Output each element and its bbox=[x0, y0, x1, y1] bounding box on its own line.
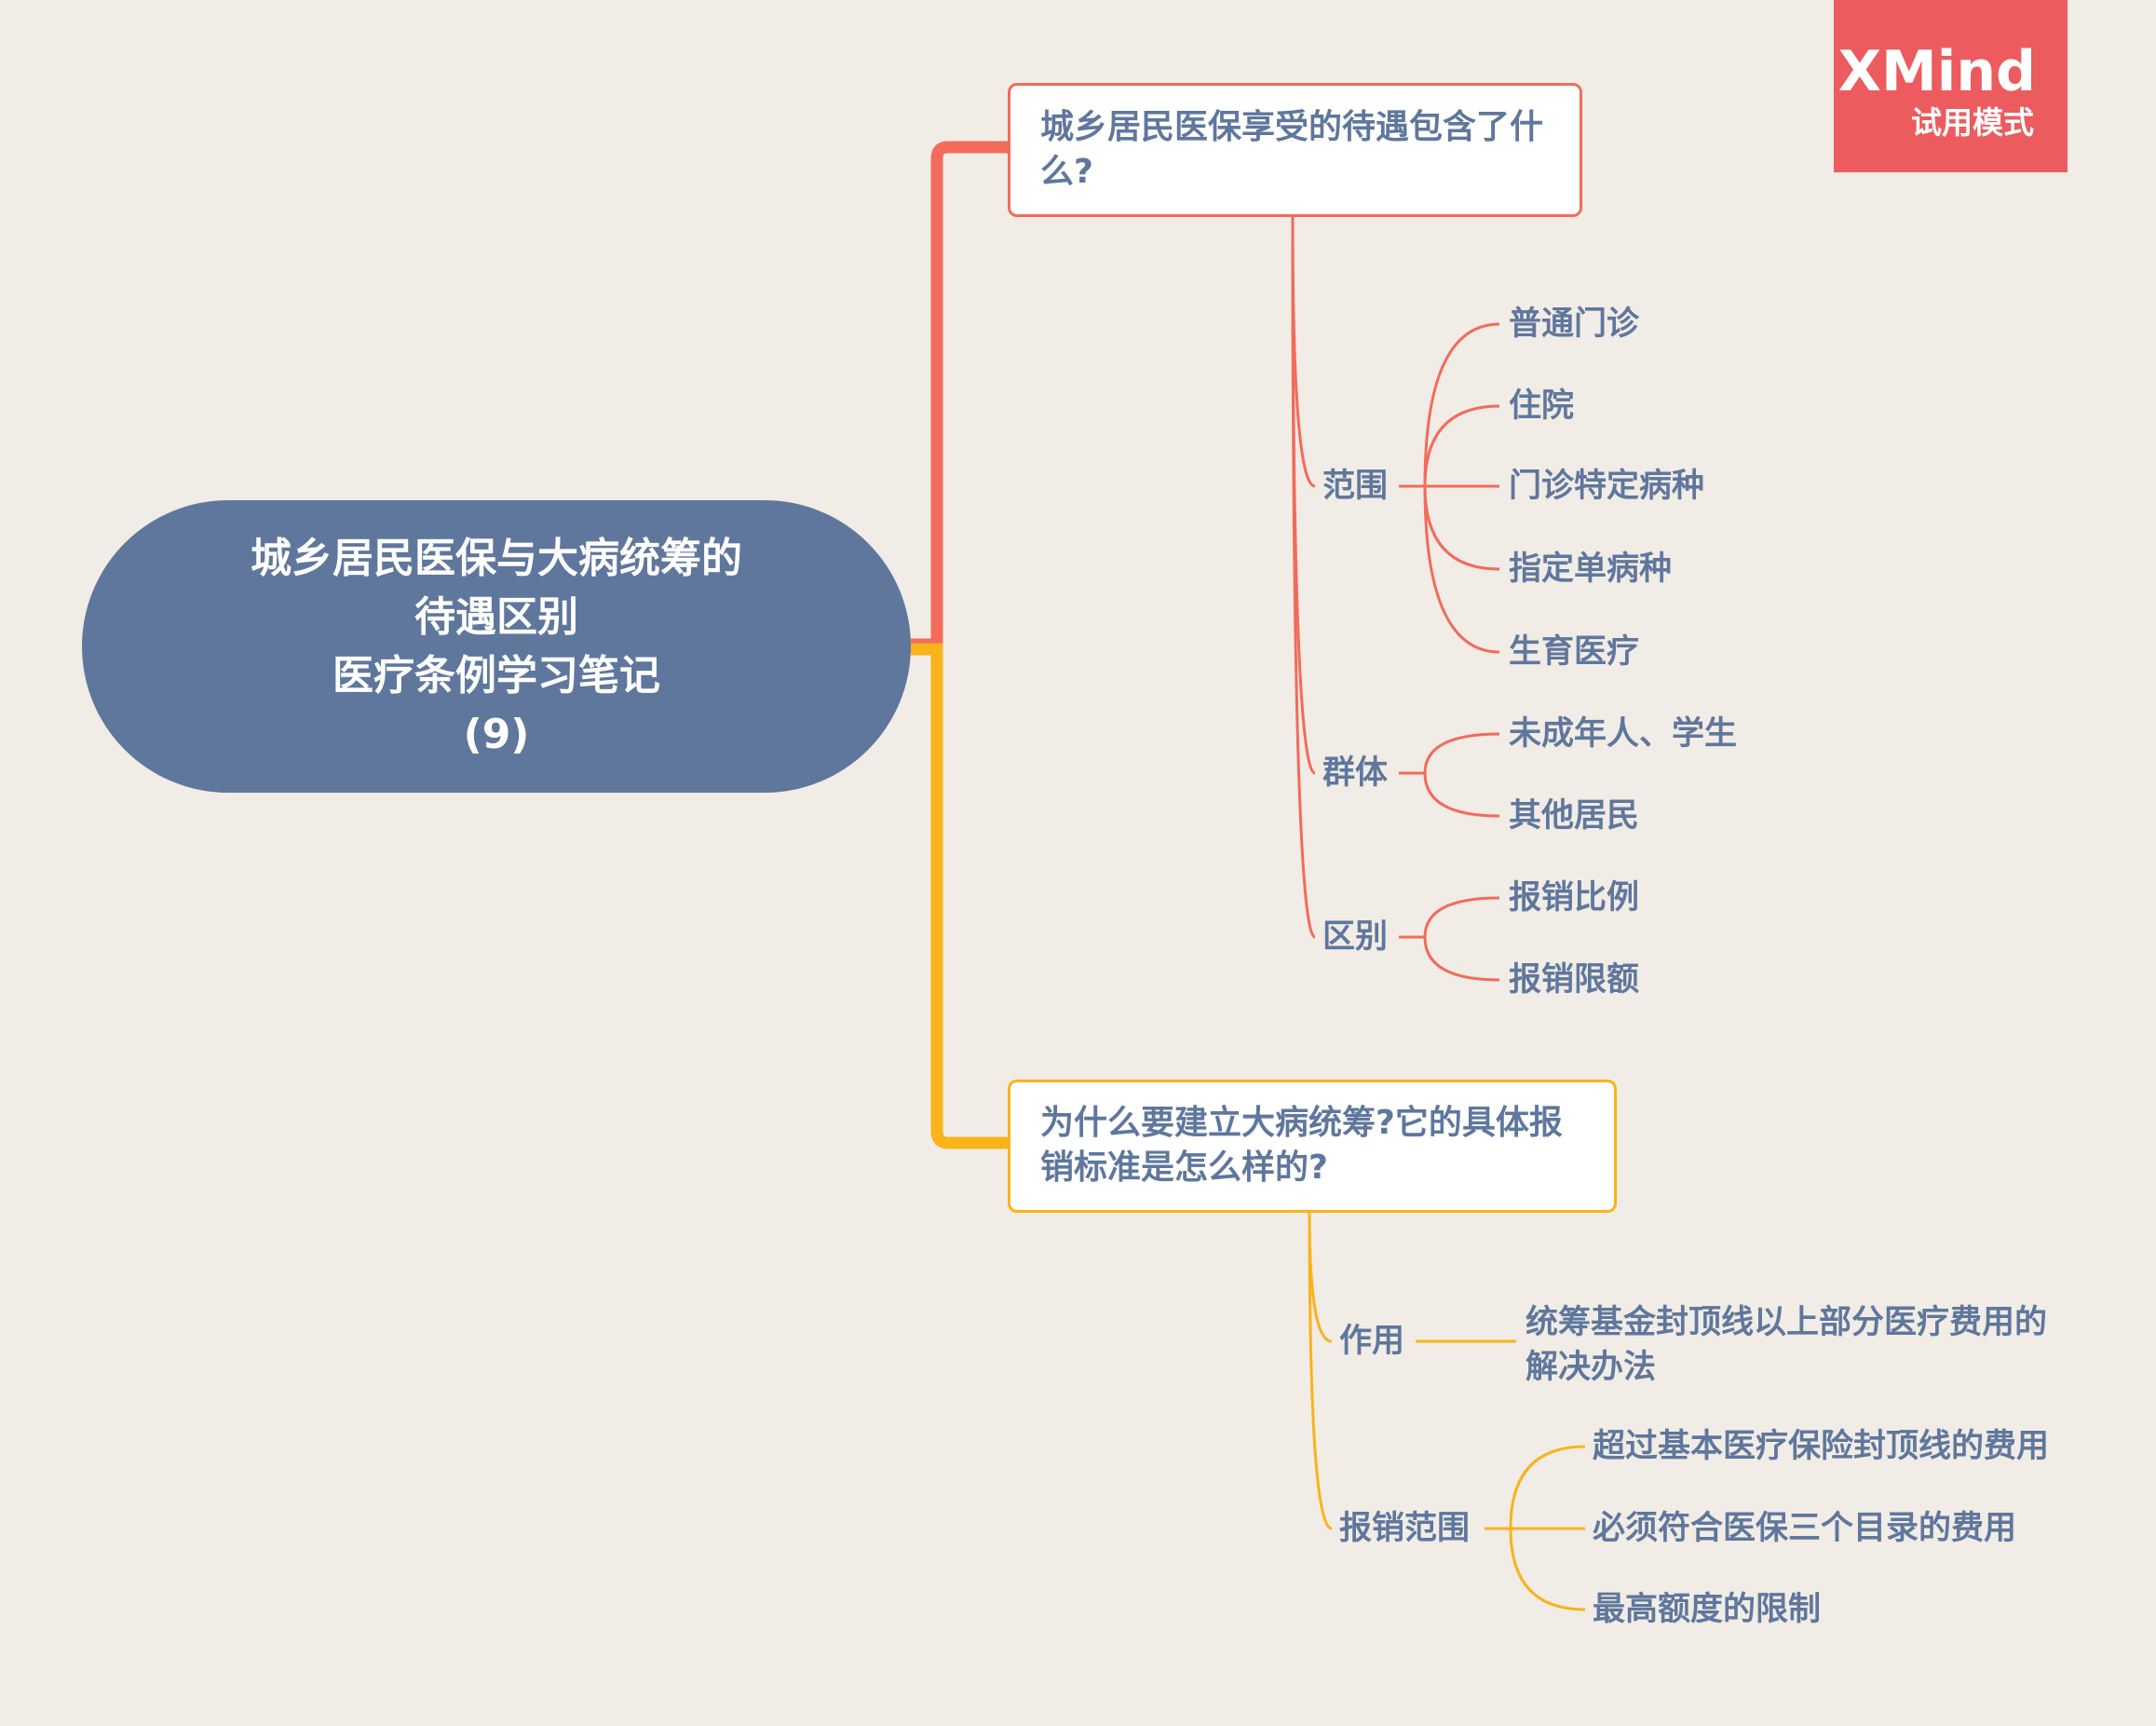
central-topic-line-3: 医疗条例学习笔记 bbox=[332, 652, 660, 700]
connector-g1-i2 bbox=[1423, 404, 1500, 487]
connector-g2-i1 bbox=[1423, 732, 1500, 774]
function-item[interactable]: 统筹基金封顶线以上部分医疗费用的 解决办法 bbox=[1525, 1300, 2047, 1390]
central-topic-line-2: 待遇区别 bbox=[414, 593, 578, 641]
branch2-question-line-2: 销标准是怎么样的? bbox=[1040, 1148, 1328, 1187]
connector-b2g2-i1 bbox=[1509, 1445, 1586, 1529]
function-item-line-2: 解决办法 bbox=[1525, 1349, 1657, 1386]
scope-item[interactable]: 指定单病种 bbox=[1509, 550, 1673, 588]
branch2-question-line-1: 为什么要建立大病统筹?它的具体报 bbox=[1040, 1104, 1563, 1142]
trial-mode-label: 试用模式 bbox=[1911, 104, 2034, 141]
reimbursement-scope-item[interactable]: 必须符合医保三个目录的费用 bbox=[1593, 1510, 2017, 1547]
connector-g2-i2 bbox=[1423, 772, 1500, 818]
connector-g3-i1 bbox=[1423, 896, 1500, 938]
difference-item[interactable]: 报销限额 bbox=[1509, 961, 1640, 999]
central-topic-line-4: (9) bbox=[463, 711, 530, 758]
population-item[interactable]: 其他居民 bbox=[1509, 797, 1640, 835]
connector-b1-g3 bbox=[1291, 215, 1316, 939]
branch1-question-line-1: 城乡居民医保享受的待遇包含了什 bbox=[1040, 108, 1544, 146]
connector-g1-i4 bbox=[1423, 485, 1500, 571]
population-item[interactable]: 未成年人、学生 bbox=[1509, 715, 1738, 753]
connector-b2-g2 bbox=[1308, 1212, 1333, 1530]
connector-g1-i5 bbox=[1423, 485, 1500, 654]
scope-item[interactable]: 门诊特定病种 bbox=[1509, 468, 1705, 505]
connector-b2g2-i3 bbox=[1509, 1528, 1586, 1611]
function-item-line-1: 统筹基金封顶线以上部分医疗费用的 bbox=[1525, 1304, 2048, 1341]
difference-item[interactable]: 报销比例 bbox=[1509, 879, 1640, 917]
connector-b1-g1 bbox=[1291, 215, 1316, 488]
scope-item[interactable]: 普通门诊 bbox=[1509, 306, 1640, 343]
scope-item[interactable]: 住院 bbox=[1509, 387, 1575, 425]
branch2-group-reimbursement-scope[interactable]: 报销范围 bbox=[1339, 1510, 1471, 1547]
central-topic-line-1: 城乡居民医保与大病统筹的 bbox=[251, 535, 742, 582]
xmind-brand: XMind bbox=[1837, 39, 2036, 104]
reimbursement-scope-item[interactable]: 超过基本医疗保险封顶线的费用 bbox=[1593, 1428, 2050, 1465]
connector-g1-i1 bbox=[1423, 322, 1500, 487]
branch2-question-topic[interactable]: 为什么要建立大病统筹?它的具体报 销标准是怎么样的? bbox=[1008, 1080, 1617, 1213]
connector-b2-g1 bbox=[1308, 1212, 1333, 1343]
reimbursement-scope-item[interactable]: 最高额度的限制 bbox=[1593, 1591, 1822, 1628]
branch1-group-difference[interactable]: 区别 bbox=[1322, 918, 1389, 956]
branch1-question-line-2: 么? bbox=[1040, 153, 1093, 191]
branch2-group-function[interactable]: 作用 bbox=[1339, 1323, 1405, 1360]
connector-branch1 bbox=[911, 141, 1008, 651]
branch1-group-population[interactable]: 群体 bbox=[1322, 754, 1389, 792]
xmind-trial-badge: XMind 试用模式 bbox=[1834, 0, 2068, 172]
scope-item[interactable]: 生育医疗 bbox=[1509, 633, 1640, 671]
branch1-group-scope[interactable]: 范围 bbox=[1322, 468, 1389, 505]
connector-g3-i2 bbox=[1423, 936, 1500, 982]
connector-branch2 bbox=[911, 643, 1008, 1149]
branch1-question-topic[interactable]: 城乡居民医保享受的待遇包含了什 么? bbox=[1008, 83, 1582, 217]
central-topic[interactable]: 城乡居民医保与大病统筹的 待遇区别 医疗条例学习笔记 (9) bbox=[82, 500, 911, 793]
